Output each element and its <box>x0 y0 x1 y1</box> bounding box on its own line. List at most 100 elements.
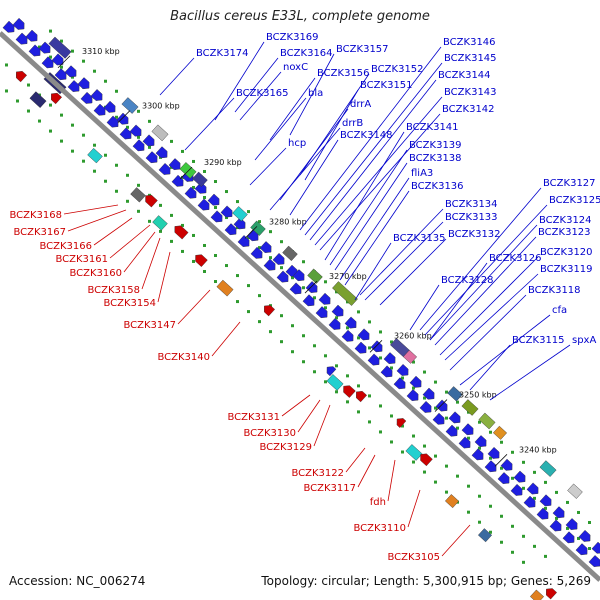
gc-dot <box>247 210 250 214</box>
gc-dot <box>93 169 96 173</box>
forward-gene-label: BCZK3115 <box>512 335 565 346</box>
gc-dot <box>49 103 52 107</box>
gc-dot <box>324 354 327 358</box>
gc-dot <box>489 530 492 534</box>
gc-dot <box>489 430 492 434</box>
gc-dot <box>566 526 569 530</box>
forward-gene-label: BCZK3120 <box>540 247 593 258</box>
gc-dot <box>423 396 426 400</box>
tick-mark <box>57 55 71 69</box>
forward-gene-arrow <box>259 241 272 253</box>
gc-dot <box>434 454 437 458</box>
forward-gene-block <box>567 483 583 499</box>
forward-gene-arrow <box>344 316 357 329</box>
forward-gene-arrow <box>272 252 285 265</box>
gc-dot <box>82 159 85 163</box>
gc-dot <box>93 143 96 147</box>
forward-gene-arrow <box>184 186 197 199</box>
gc-dot <box>423 470 426 474</box>
forward-gene-block <box>332 281 358 306</box>
tick-mark <box>117 110 131 123</box>
gc-dot <box>401 424 404 428</box>
forward-label-leader <box>269 77 316 141</box>
reverse-gene-arrow <box>145 194 158 208</box>
forward-gene-label: BCZK3169 <box>266 32 319 43</box>
reverse-label-leader <box>297 399 321 433</box>
gc-dot <box>500 514 503 518</box>
gc-dot <box>214 206 217 210</box>
forward-gene-label: BCZK3136 <box>411 181 464 192</box>
forward-gene-arrow <box>526 482 539 495</box>
gc-dot <box>49 29 52 33</box>
tick-label: 3290 kbp <box>204 158 242 167</box>
gc-dot <box>511 550 514 554</box>
gc-dot <box>137 209 140 213</box>
forward-gene-block <box>250 220 266 236</box>
tick-mark <box>369 340 383 353</box>
forward-gene-block <box>402 349 418 364</box>
gc-dot <box>159 203 162 207</box>
reverse-label-leader <box>177 289 211 325</box>
gc-dot <box>115 89 118 93</box>
forward-label-leader <box>379 238 447 306</box>
tick-mark <box>179 166 193 180</box>
forward-label-leader <box>309 79 437 241</box>
reverse-gene-arrow <box>152 215 168 231</box>
forward-gene-arrow <box>357 328 370 341</box>
forward-gene-arrow <box>331 304 344 317</box>
forward-gene-arrow <box>276 270 289 283</box>
forward-label-leader <box>269 127 341 211</box>
forward-gene-arrow <box>12 17 25 30</box>
gc-dot <box>390 440 393 444</box>
forward-gene-label: BCZK3128 <box>441 275 494 286</box>
gc-dot <box>115 163 118 167</box>
reverse-gene-arrow <box>216 279 234 297</box>
forward-gene-label: hcp <box>288 138 306 149</box>
gc-dot <box>401 450 404 454</box>
gc-dot <box>456 400 459 404</box>
forward-gene-arrow <box>318 292 331 305</box>
forward-gene-arrow <box>116 112 129 125</box>
forward-gene-arrow <box>591 541 600 554</box>
forward-gene-arrow <box>197 198 210 211</box>
reverse-label-leader <box>109 224 151 259</box>
gc-dot <box>115 189 118 193</box>
gc-dot <box>544 480 547 484</box>
forward-label-leader <box>359 208 444 296</box>
forward-gene-block <box>121 97 139 114</box>
forward-gene-label: BCZK3119 <box>540 264 593 275</box>
forward-gene-block <box>492 425 508 440</box>
gc-dot <box>324 306 327 310</box>
gc-dot <box>379 330 382 334</box>
forward-label-leader <box>254 97 307 161</box>
gc-dot <box>434 480 437 484</box>
accession-text: Accession: NC_006274 <box>9 574 146 588</box>
forward-gene-arrow <box>129 124 142 137</box>
gc-dot <box>203 195 206 199</box>
forward-gene-arrow <box>562 531 575 544</box>
forward-gene-block <box>461 399 479 416</box>
forward-gene-arrow <box>419 400 432 413</box>
forward-gene-label: BCZK3133 <box>445 212 498 223</box>
forward-gene-label: BCZK3135 <box>393 233 446 244</box>
gc-dot <box>269 230 272 234</box>
reverse-gene-arrow <box>29 91 47 108</box>
forward-gene-label: BCZK3141 <box>406 122 459 133</box>
reverse-gene-arrow <box>477 528 493 543</box>
forward-label-leader <box>304 89 359 181</box>
forward-gene-arrow <box>578 529 591 542</box>
forward-gene-label: BCZK3156 <box>317 68 370 79</box>
gc-dot <box>71 75 74 79</box>
gc-dot <box>225 264 228 268</box>
gc-dot <box>82 59 85 63</box>
genome-summary-text: Topology: circular; Length: 5,300,915 bp… <box>261 574 591 588</box>
gc-dot <box>38 45 41 49</box>
reverse-label-leader <box>345 447 366 473</box>
forward-gene-block <box>307 268 323 284</box>
reverse-gene-arrow <box>174 225 189 240</box>
tick-mark <box>304 280 318 294</box>
forward-gene-arrow <box>77 77 90 90</box>
gc-dot <box>60 39 63 43</box>
reverse-label-leader <box>357 454 376 488</box>
forward-gene-label: BCZK3139 <box>409 140 462 151</box>
